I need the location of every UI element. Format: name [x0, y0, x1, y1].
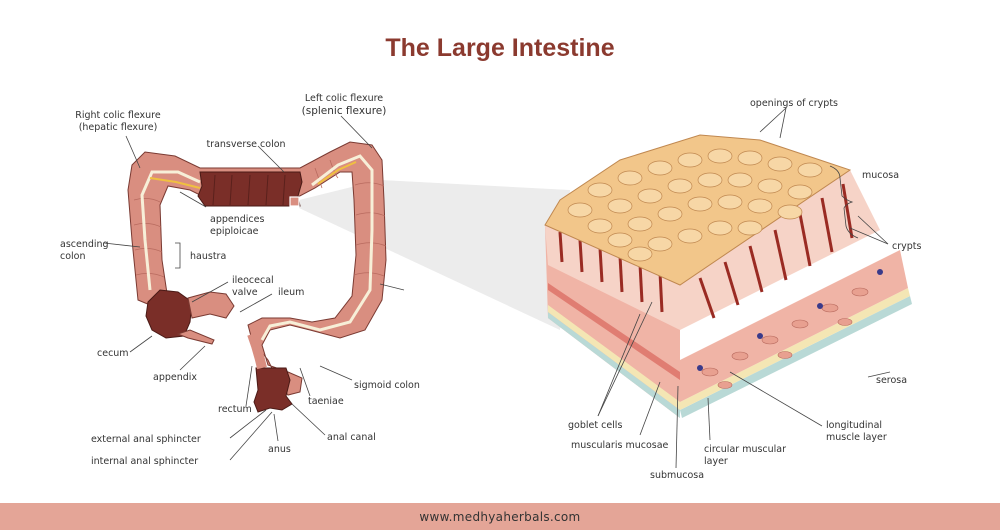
leader-lines	[103, 107, 891, 469]
label-muscularis-mucosae: muscularis mucosae	[571, 440, 669, 451]
label-right-flexure-1: Right colic flexure	[75, 110, 161, 121]
label-mucosa: mucosa	[862, 170, 899, 181]
label-haustra: haustra	[190, 251, 226, 262]
appendix-shape	[176, 329, 215, 345]
tissue-block	[544, 134, 912, 418]
label-taeniae: taeniae	[308, 396, 344, 407]
label-rectum: rectum	[218, 404, 252, 415]
label-cecum: cecum	[97, 348, 129, 359]
label-anal-canal: anal canal	[327, 432, 376, 443]
colon-body	[127, 141, 387, 396]
label-circular-2: layer	[704, 456, 728, 467]
label-appendices-2: epiploicae	[210, 226, 259, 237]
label-longitudinal-1: longitudinal	[826, 420, 882, 431]
label-right-flexure-2: (hepatic flexure)	[79, 122, 158, 133]
label-anus: anus	[268, 444, 291, 455]
zoom-box	[289, 196, 300, 207]
label-appendix: appendix	[153, 372, 197, 383]
mucosa-brace	[829, 165, 859, 239]
label-internal-anal-sphincter: internal anal sphincter	[91, 456, 198, 467]
label-circular-1: circular muscular	[704, 444, 786, 455]
footer-bar	[0, 503, 1000, 530]
label-ascending-2: colon	[60, 251, 86, 262]
cecum-shape	[145, 289, 193, 339]
zoom-cone	[299, 180, 570, 330]
label-left-flexure-1: Left colic flexure	[305, 93, 383, 104]
label-external-anal-sphincter: external anal sphincter	[91, 434, 201, 445]
ileum-shape	[187, 291, 235, 319]
label-goblet-cells: goblet cells	[568, 420, 622, 431]
label-ascending-1: ascending	[60, 239, 109, 250]
label-longitudinal-2: muscle layer	[826, 432, 887, 443]
label-appendices-1: appendices	[210, 214, 264, 225]
footer-website: www.medhyaherbals.com	[419, 510, 581, 524]
label-serosa: serosa	[876, 375, 907, 386]
colon-illustration	[127, 141, 387, 413]
label-ileum: ileum	[278, 287, 304, 298]
label-ileocecal-2: valve	[232, 287, 258, 298]
taenia-stripe	[140, 154, 374, 341]
label-transverse-colon: transverse colon	[206, 139, 285, 150]
label-left-flexure-2: (splenic flexure)	[302, 105, 387, 117]
label-openings-of-crypts: openings of crypts	[750, 98, 838, 109]
transverse-cut	[197, 171, 303, 207]
label-crypts: crypts	[892, 241, 922, 252]
longitudinal-layer	[680, 288, 910, 410]
serosa-layer	[680, 296, 912, 418]
label-submucosa: submucosa	[650, 470, 704, 481]
label-sigmoid-colon: sigmoid colon	[354, 380, 420, 391]
rectum-shape	[253, 367, 293, 413]
label-ileocecal-1: ileocecal	[232, 275, 274, 286]
page-title: The Large Intestine	[385, 34, 615, 62]
mucosa-front	[545, 225, 680, 330]
